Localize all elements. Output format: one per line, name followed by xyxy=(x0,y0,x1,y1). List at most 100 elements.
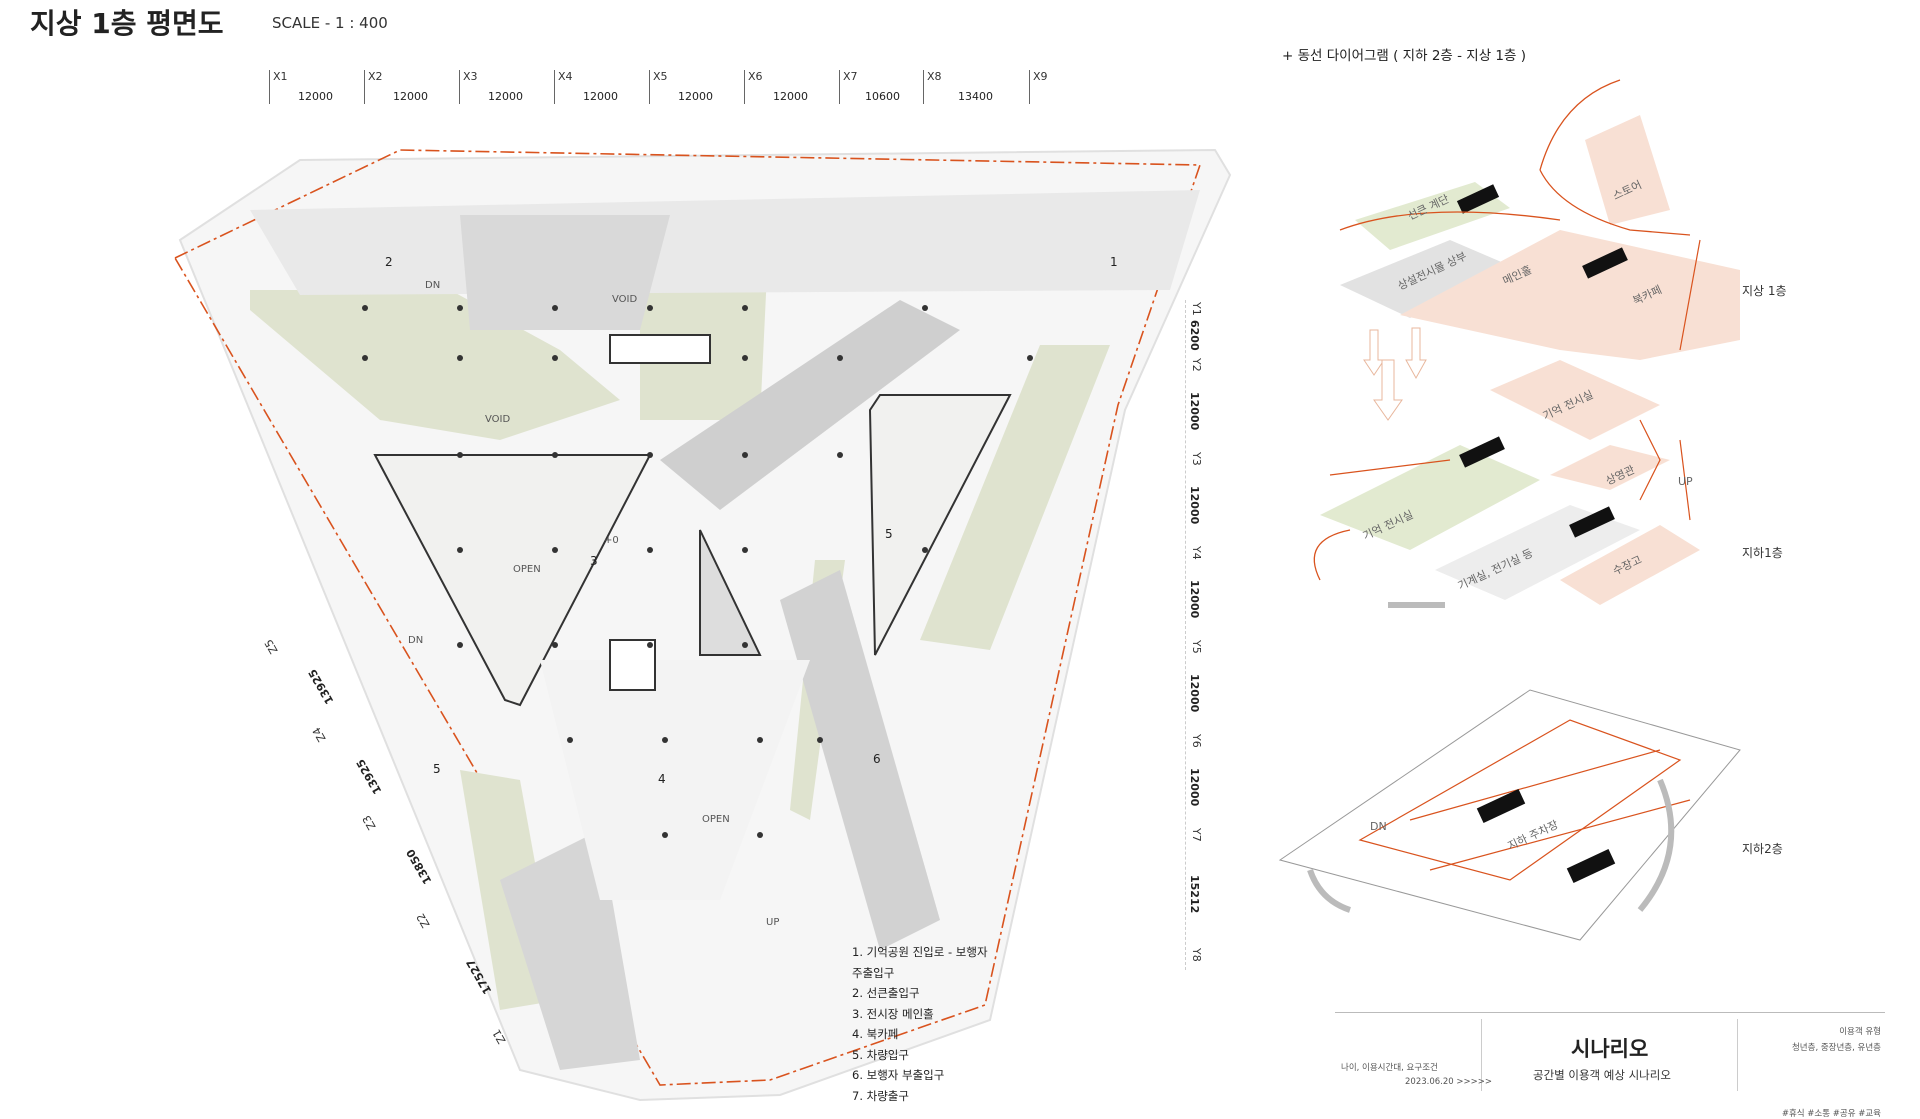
y-grid: Y1 Y2 Y3 Y4 Y5 Y6 Y7 Y8 6200 12000 12000… xyxy=(1185,300,1235,980)
grid-x-dim: 12000 xyxy=(678,90,713,103)
room-label-level: +0 xyxy=(604,535,619,546)
grid-z-label: Z2 xyxy=(414,910,433,931)
x-grid-header: X1 X2 X3 X4 X5 X6 X7 X8 X9 12000 12000 1… xyxy=(0,0,1100,110)
room-label-dn: DN xyxy=(408,635,423,646)
grid-y-dim: 6200 xyxy=(1188,320,1201,351)
grid-x-dim: 12000 xyxy=(583,90,618,103)
grid-y-dim: 12000 xyxy=(1188,392,1201,431)
site-boundary xyxy=(173,149,1202,1086)
level-label-1f: 지상 1층 xyxy=(1742,284,1787,298)
floor-plan: DN VOID VOID OPEN +0 DN OPEN UP 1 2 3 4 … xyxy=(173,148,1232,1102)
scenario-tags: #휴식 #소통 #공유 #교육 xyxy=(1781,1109,1881,1119)
flow-line xyxy=(1313,529,1351,581)
grid-y-label: Y8 xyxy=(1190,948,1203,962)
room-number: 3 xyxy=(590,554,598,568)
main-hall-zone xyxy=(1400,230,1740,360)
room-number: 6 xyxy=(873,752,881,766)
right-building xyxy=(868,394,1012,656)
grid-y-label: Y3 xyxy=(1190,452,1203,466)
room-number: 4 xyxy=(658,772,666,786)
grid-y-dim: 12000 xyxy=(1188,674,1201,713)
legend-item: 1. 기억공원 진입로 - 보행자 xyxy=(852,945,988,959)
storage-zone xyxy=(1560,525,1700,605)
cafe-area xyxy=(540,660,810,900)
stair-core xyxy=(609,334,711,364)
down-arrow xyxy=(1405,327,1427,380)
grid-y-label: Y5 xyxy=(1190,640,1203,654)
grid-x-label: X8 xyxy=(923,70,942,104)
grid-x-label: X3 xyxy=(459,70,478,104)
columns xyxy=(362,305,1033,838)
grid-y-label: Y7 xyxy=(1190,828,1203,842)
theater-zone xyxy=(1550,445,1670,490)
scenario-left-text: 나이, 이용시간대, 요구조건 xyxy=(1341,1063,1438,1073)
room-number: 1 xyxy=(1110,255,1118,269)
scenario-right-text: 청년층, 중장년층, 유년층 xyxy=(1791,1043,1881,1053)
grid-y-label: Y4 xyxy=(1190,546,1203,560)
memory-exhibit-zone xyxy=(1320,445,1540,550)
grid-y-label: Y2 xyxy=(1190,358,1203,372)
down-arrow xyxy=(1363,329,1385,376)
label-up: UP xyxy=(1678,475,1693,488)
grid-x-label: X2 xyxy=(364,70,383,104)
grid-x-dim: 12000 xyxy=(393,90,428,103)
grid-y-dim: 12000 xyxy=(1188,768,1201,807)
flow-line xyxy=(1339,211,1561,231)
legend-item: 2. 선큰출입구 xyxy=(852,986,920,1000)
core xyxy=(699,529,762,656)
core-block xyxy=(1582,247,1628,279)
ramp xyxy=(660,300,960,510)
grid-z-label: Z1 xyxy=(490,1026,509,1047)
level-1-plan: 선큰 계단 스토어 상설전시몰 상부 메인홀 북카페 xyxy=(1339,79,1740,421)
flow-line xyxy=(1329,459,1451,476)
room-number: 5 xyxy=(885,527,893,541)
scenario-subtitle: 공간별 이용객 예상 시나리오 xyxy=(1533,1068,1671,1082)
legend-item: 6. 보행자 부출입구 xyxy=(852,1068,945,1082)
legend-item: 3. 전시장 메인홀 xyxy=(852,1006,934,1021)
main-hall xyxy=(373,454,652,707)
grid-x-dim: 13400 xyxy=(958,90,993,103)
grey-arrow xyxy=(1637,778,1675,912)
ramp xyxy=(780,570,940,950)
core-block xyxy=(1459,436,1505,468)
grid-z-label: Z3 xyxy=(360,812,379,833)
flow-line xyxy=(1679,239,1701,351)
room-label-open: OPEN xyxy=(513,564,541,575)
scale-label: SCALE - 1 : 400 xyxy=(272,14,388,32)
level-b1-plan: 기억 전시실 기억 전시실 상영관 기계실, 전기실 등 수장고 UP xyxy=(1313,360,1700,609)
grid-z-label: Z5 xyxy=(262,636,281,657)
grid-z-dim: 13925 xyxy=(305,666,337,707)
grid-x-label: X7 xyxy=(839,70,858,104)
void-area xyxy=(460,215,670,330)
scenario-title: 시나리오 xyxy=(1571,1037,1649,1061)
level-b2-plan: DN 지하 주차장 xyxy=(1278,689,1741,941)
z-grid: Z5 13925 Z4 13925 Z3 13850 Z2 17527 Z1 xyxy=(250,620,550,1060)
legend-item: 4. 북카페 xyxy=(852,1027,899,1041)
store-zone xyxy=(1585,115,1670,225)
scenario-box: 나이, 이용시간대, 요구조건 2023.06.20 >>>>> 시나리오 공간… xyxy=(1335,1012,1885,1119)
grid-x-dim: 12000 xyxy=(773,90,808,103)
page-title: 지상 1층 평면도 xyxy=(30,7,224,40)
room-label-void: VOID xyxy=(485,414,510,425)
grid-x-dim: 10600 xyxy=(865,90,900,103)
legend-item: 5. 차량입구 xyxy=(852,1047,909,1062)
room-label-void: VOID xyxy=(612,294,637,305)
grid-x-label: X1 xyxy=(269,70,288,104)
legend-item: 주출입구 xyxy=(852,965,895,980)
grid-x-label: X9 xyxy=(1029,70,1048,104)
grid-y-dim: 15212 xyxy=(1188,875,1201,914)
legend-item: 7. 차량출구 xyxy=(852,1088,909,1103)
parking-zone xyxy=(1278,689,1741,941)
label-dn: DN xyxy=(1370,820,1387,833)
grid-z-dim: 13850 xyxy=(403,846,435,887)
green-area xyxy=(920,345,1110,650)
diagram-title: + 동선 다이어그램 ( 지하 2층 - 지상 1층 ) xyxy=(1282,48,1526,64)
room-label-dn: DN xyxy=(425,280,440,291)
scenario-right-title: 이용객 유형 xyxy=(1839,1027,1881,1037)
grid-x-dim: 12000 xyxy=(488,90,523,103)
grid-y-dim: 12000 xyxy=(1188,486,1201,525)
flow-line xyxy=(1539,169,1691,236)
green-area xyxy=(250,290,620,440)
circulation-diagram: 선큰 계단 스토어 상설전시몰 상부 메인홀 북카페 기억 전시실 기억 전시실… xyxy=(1278,79,1741,941)
scenario-date: 2023.06.20 >>>>> xyxy=(1405,1077,1492,1087)
